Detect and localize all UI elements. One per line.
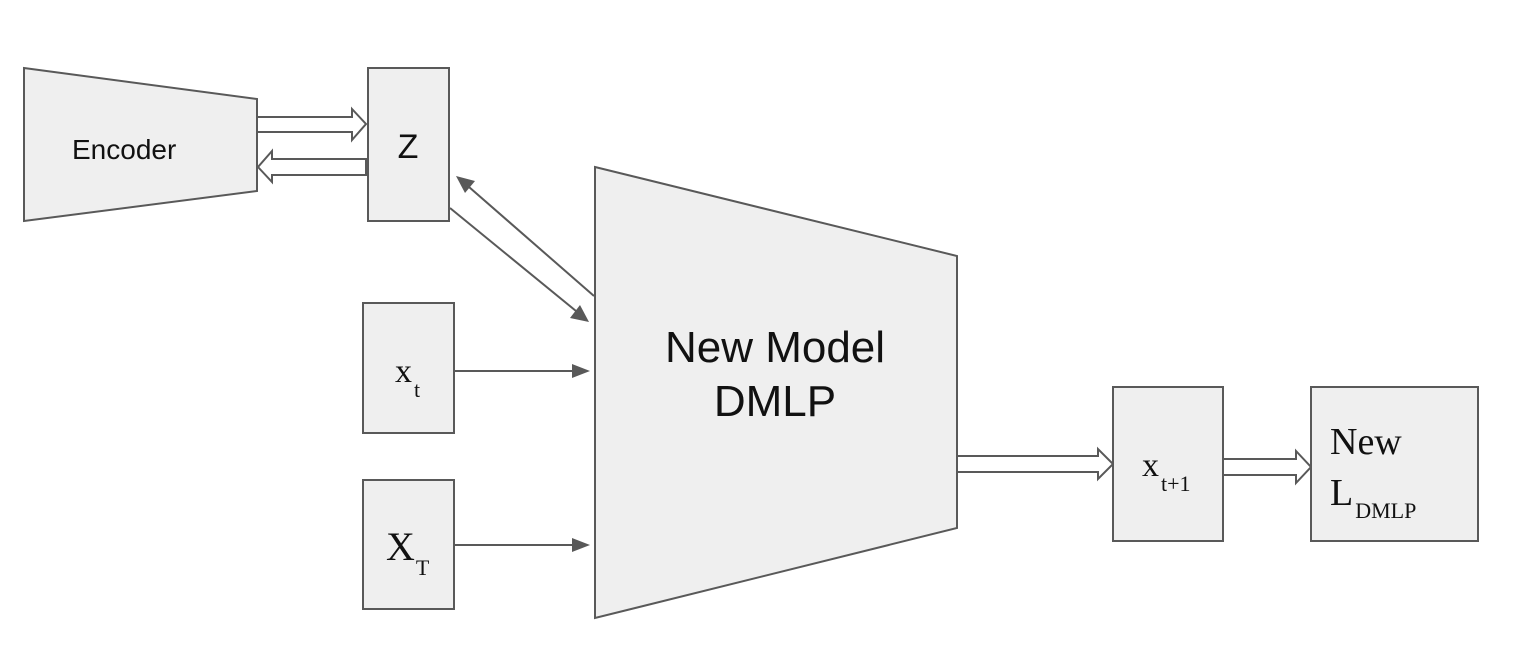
loss-subscript: DMLP (1355, 498, 1416, 523)
input-XT-label: XT (386, 524, 430, 580)
loss-label: LDMLP (1330, 472, 1416, 523)
loss-title: New (1330, 421, 1402, 463)
input-xt-subscript: t (414, 377, 420, 402)
encoder-label: Encoder (72, 134, 176, 165)
input-XT-subscript: T (416, 555, 430, 580)
dmlp-model-shape (594, 165, 958, 620)
latent-z-box (367, 67, 450, 222)
dmlp-model-title: New Model (665, 323, 885, 372)
output-xt1-box (1112, 386, 1224, 542)
output-xt1-node: xt+1 (1112, 386, 1224, 542)
encoder-to-z-arrow (256, 106, 368, 143)
loss-node: New LDMLP (1310, 386, 1479, 542)
XT-to-dmlp-arrow (454, 538, 590, 552)
z-to-encoder-arrow (256, 148, 367, 185)
dmlp-model-subtitle: DMLP (714, 377, 836, 426)
dmlp-to-z-arrow (456, 176, 595, 297)
output-xt1-label: xt+1 (1142, 447, 1191, 496)
input-xt-label: xt (395, 353, 420, 402)
dmlp-to-output-arrow (956, 446, 1115, 482)
latent-z-label: Z (398, 128, 419, 166)
dmlp-model-node: New Model DMLP (594, 165, 958, 620)
input-XT-box (362, 479, 455, 610)
input-XT-base: X (386, 524, 415, 569)
encoder-node: Encoder (23, 66, 258, 223)
output-to-loss-arrow (1222, 448, 1313, 486)
loss-base: L (1330, 472, 1353, 514)
input-XT-node: XT (362, 479, 455, 610)
loss-box (1310, 386, 1479, 542)
input-xt-box (362, 302, 455, 434)
latent-z-node: Z (367, 67, 450, 222)
encoder-shape (23, 66, 258, 223)
output-xt1-subscript: t+1 (1161, 471, 1191, 496)
xt-to-dmlp-arrow (454, 364, 590, 378)
z-to-dmlp-arrow (449, 207, 589, 322)
input-xt-node: xt (362, 302, 455, 434)
input-xt-base: x (395, 353, 412, 390)
output-xt1-base: x (1142, 447, 1159, 484)
